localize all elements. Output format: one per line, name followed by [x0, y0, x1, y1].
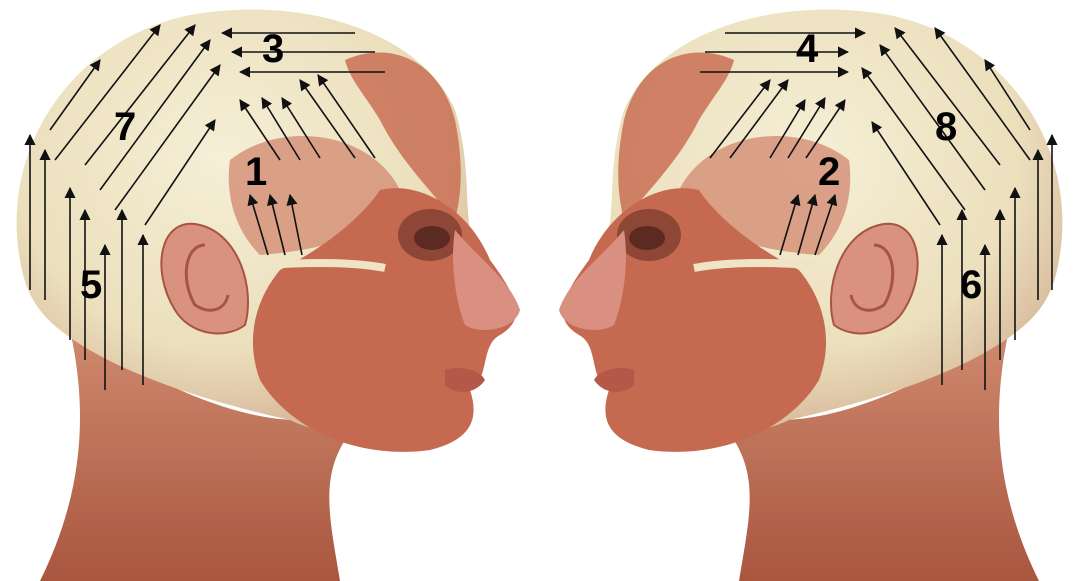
- zone-label-5: 5: [80, 263, 102, 307]
- zone-label-7: 7: [114, 105, 136, 149]
- zone-label-8: 8: [935, 105, 957, 149]
- zone-label-3: 3: [262, 27, 284, 71]
- zone-label-1: 1: [245, 150, 267, 194]
- zone-label-6: 6: [960, 263, 982, 307]
- right-nose: [559, 230, 626, 330]
- zone-label-4: 4: [796, 27, 819, 71]
- right-head: [559, 9, 1062, 581]
- left-nose: [453, 230, 520, 330]
- zone-label-2: 2: [818, 150, 840, 194]
